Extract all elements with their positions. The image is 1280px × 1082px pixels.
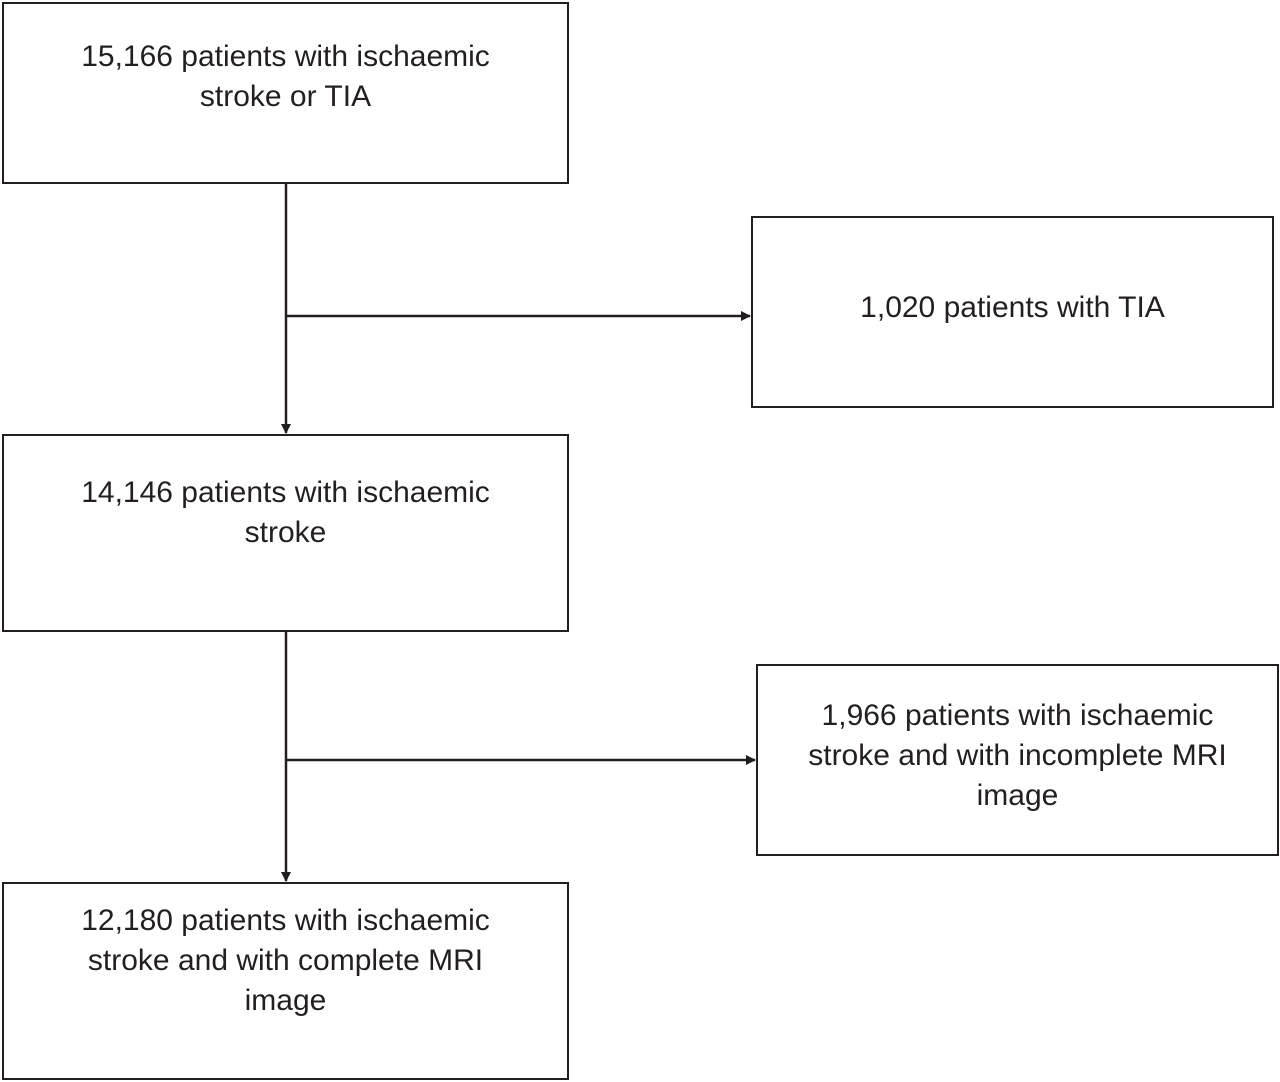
box-excluded-incomplete-mri-text: 1,966 patients with ischaemic stroke and…: [808, 699, 1227, 812]
box-final-cohort-text: 12,180 patients with ischaemic stroke an…: [81, 904, 490, 1017]
box-ischaemic-stroke-text: 14,146 patients with ischaemic stroke: [81, 476, 490, 549]
box-final-cohort: 12,180 patients with ischaemic stroke an…: [2, 882, 569, 1080]
box-total-patients-text: 15,166 patients with ischaemic stroke or…: [81, 40, 490, 113]
box-excluded-incomplete-mri: 1,966 patients with ischaemic stroke and…: [756, 664, 1279, 856]
box-ischaemic-stroke: 14,146 patients with ischaemic stroke: [2, 434, 569, 632]
box-total-patients: 15,166 patients with ischaemic stroke or…: [2, 2, 569, 184]
box-excluded-tia-text: 1,020 patients with TIA: [860, 291, 1165, 324]
box-excluded-tia: 1,020 patients with TIA: [751, 216, 1274, 408]
